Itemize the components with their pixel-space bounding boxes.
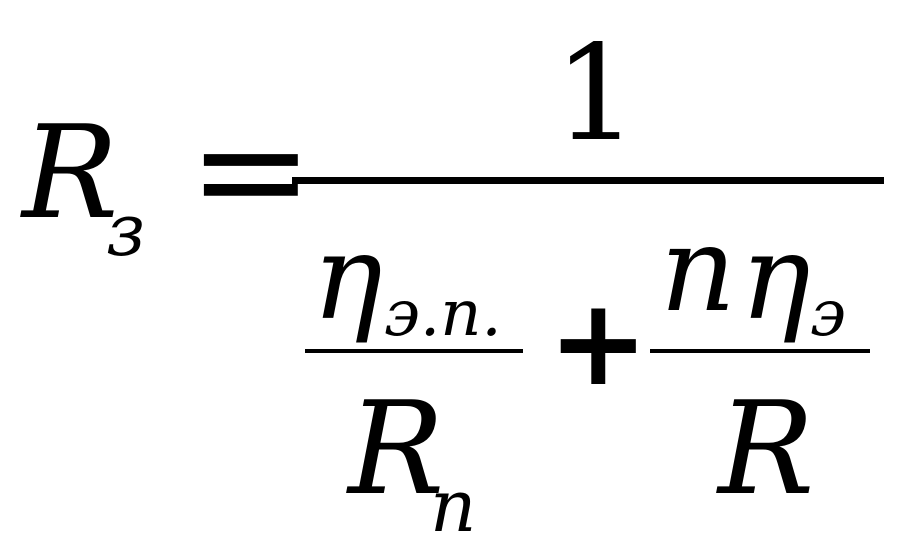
plus-sign: + [548,274,649,413]
lhs-resistance-symbol: R [22,99,119,248]
term2-fraction-bar [650,349,870,353]
main-fraction-bar [292,177,884,184]
term2-denominator-symbol: R [718,375,815,524]
term1-efficiency-subscript: э.п. [384,277,502,351]
equals-sign: = [188,84,314,258]
lhs-resistance-subscript: з [106,188,146,272]
term2-coefficient: n [660,200,736,338]
term1-denominator-symbol: R [348,375,445,524]
main-numerator: 1 [554,17,638,171]
term1-fraction-bar [305,349,523,353]
term1-denominator-subscript: п [430,464,477,548]
term2-efficiency-subscript: э [810,277,846,351]
term2-efficiency-symbol: η [740,208,811,346]
term1-efficiency-symbol: η [312,208,383,346]
